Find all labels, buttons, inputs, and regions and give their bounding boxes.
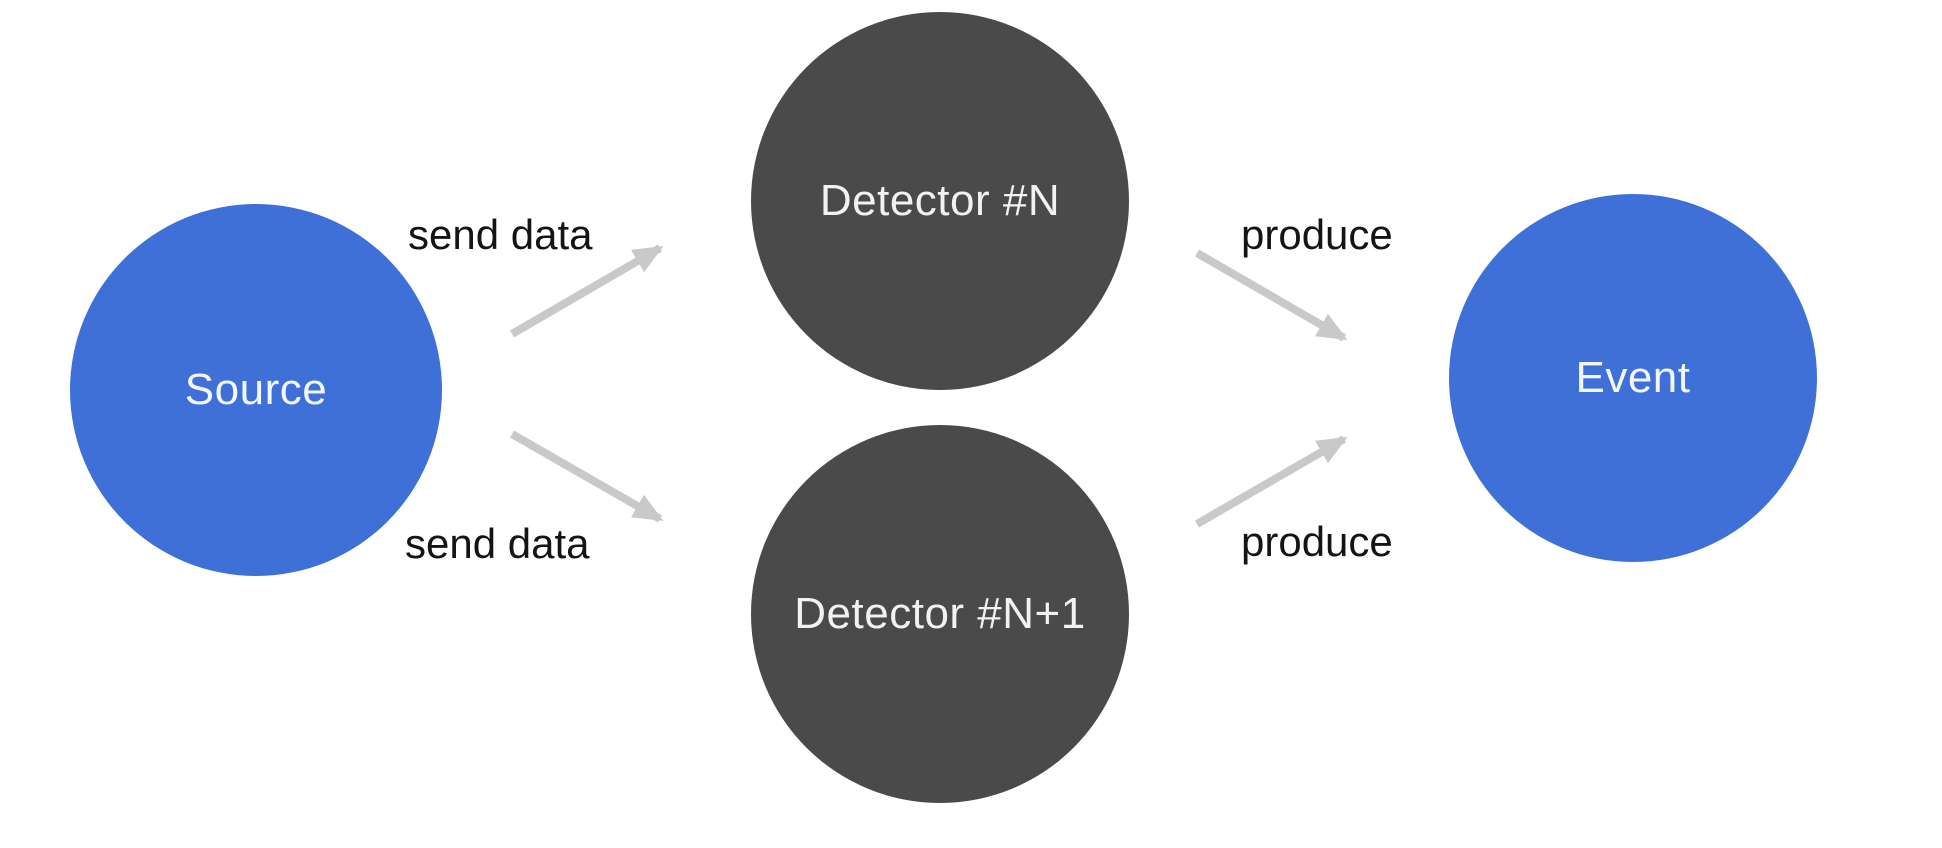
- node-source: Source: [70, 204, 442, 576]
- node-source-label: Source: [184, 364, 328, 414]
- arrow-send-data-bottom: [510, 430, 664, 523]
- edge-label-produce-bottom: produce: [1241, 518, 1393, 565]
- arrow-produce-top: [1194, 249, 1348, 342]
- edge-label-send-data-bottom: send data: [405, 520, 590, 567]
- node-detector-n-plus-1: Detector #N+1: [751, 425, 1129, 803]
- node-event: Event: [1449, 194, 1817, 562]
- node-detector-n-label: Detector #N: [819, 175, 1061, 225]
- edge-label-produce-top: produce: [1241, 211, 1393, 258]
- node-event-label: Event: [1575, 352, 1691, 402]
- node-detector-n-plus-1-label: Detector #N+1: [794, 588, 1086, 638]
- arrow-send-data-top: [509, 244, 664, 338]
- arrow-produce-bottom: [1194, 435, 1348, 528]
- edge-label-send-data-top: send data: [408, 211, 593, 258]
- node-detector-n: Detector #N: [751, 12, 1129, 390]
